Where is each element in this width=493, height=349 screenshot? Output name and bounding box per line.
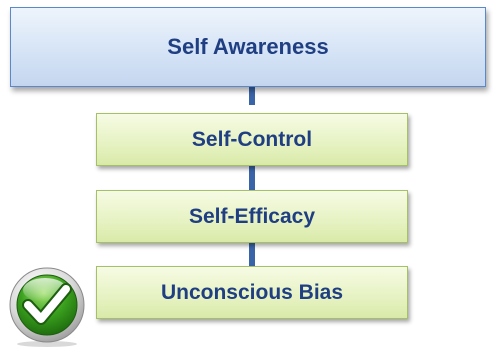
unconscious-bias-node: Unconscious Bias	[96, 266, 408, 319]
self-efficacy-node: Self-Efficacy	[96, 190, 408, 243]
connector-line-1	[249, 87, 255, 105]
connector-line-3	[249, 242, 255, 266]
self-control-node: Self-Control	[96, 113, 408, 166]
self-efficacy-label: Self-Efficacy	[188, 204, 316, 228]
green-checkmark-icon	[9, 267, 85, 347]
self-awareness-node: Self Awareness	[10, 7, 486, 87]
unconscious-bias-label: Unconscious Bias	[160, 280, 344, 304]
connector-line-2	[249, 166, 255, 190]
self-awareness-label: Self Awareness	[167, 34, 329, 59]
self-control-label: Self-Control	[191, 127, 313, 151]
